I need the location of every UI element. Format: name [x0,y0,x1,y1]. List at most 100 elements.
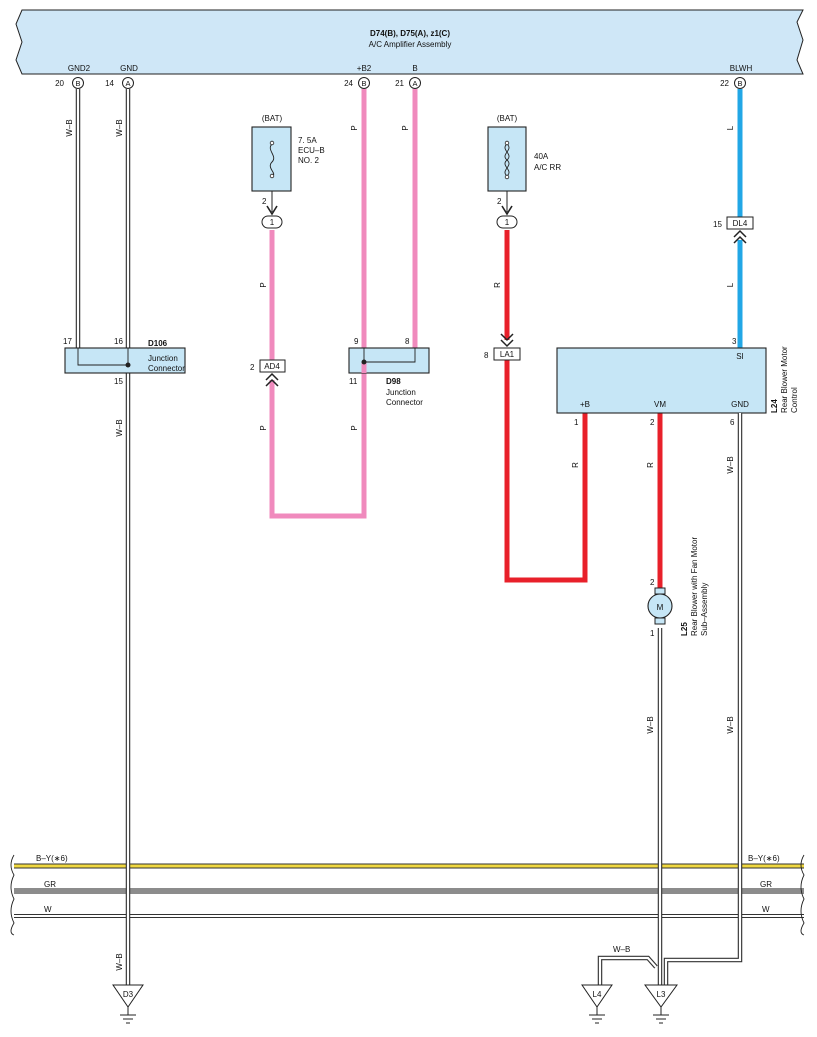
svg-text:22: 22 [720,79,729,88]
pin-b2: 24 B [344,77,370,89]
amplifier-title: D74(B), D75(A), z1(C) [370,29,450,38]
svg-text:D3: D3 [123,990,134,999]
svg-text:B: B [75,79,80,88]
wire-label-r-3: R [646,462,655,468]
svg-text:1: 1 [505,218,510,227]
la1-pin: 8 [484,351,489,360]
l24-pin-vm-num: 2 [650,418,655,427]
wire-label-wb-1: W–B [65,119,74,136]
l24-pin-si-label: SI [736,352,744,361]
svg-text:B: B [737,79,742,88]
ground-l3: L3 [644,984,678,1024]
d106-id: D106 [148,339,168,348]
d98-pin-8: 8 [405,337,410,346]
d98-pin-9: 9 [354,337,359,346]
svg-text:21: 21 [395,79,404,88]
l24-id: L24 [770,399,779,413]
fuse1-name-1: ECU–B [298,146,325,155]
fuse2-source: (BAT) [497,114,518,123]
svg-text:B: B [361,79,366,88]
dl4-pin: 15 [713,220,722,229]
svg-text:L4: L4 [593,990,602,999]
wire-label-wb-2: W–B [115,119,124,136]
l25-line2: Sub–Assembly [700,583,709,636]
wire-red-b [504,360,588,583]
wire-wb-l24-gnd [663,413,743,985]
fuse1-source: (BAT) [262,114,283,123]
ground-d3: D3 [112,984,144,1024]
wire-label-p-3: P [350,125,359,130]
fuse2-rating: 40A [534,152,549,161]
fuse1-pin: 2 [262,197,267,206]
svg-text:24: 24 [344,79,353,88]
svg-text:A: A [412,79,417,88]
pin-label-blwh: BLWH [730,64,753,73]
l24-pin-gnd-num: 6 [730,418,735,427]
wire-label-l-2: L [726,282,735,287]
l24-line1: Rear Blower Motor [780,346,789,413]
bus-label-left-1: B–Y(∗6) [36,854,68,863]
ad4-chevron-icon [265,372,279,387]
l24-pin-si-num: 3 [732,337,737,346]
d106-line1: Junction [148,354,178,363]
dl4-chevron-icon [733,229,747,244]
svg-text:AD4: AD4 [264,362,280,371]
pin-gnd2: 20 B [55,77,84,89]
ground-l4: L4 [581,984,613,1024]
d106-pin-17: 17 [63,337,72,346]
wire-label-p-4: P [401,125,410,130]
fuse1-box [251,126,292,192]
fuse1-icon [269,143,275,177]
wire-label-wb-8: W–B [613,945,630,954]
fuse2-name: A/C RR [534,163,561,172]
pin-label-b2: +B2 [357,64,372,73]
d98-pin-11: 11 [349,377,358,386]
wire-label-wb-7: W–B [646,716,655,733]
pin-b: 21 A [395,77,421,89]
pin-label-gnd: GND [120,64,138,73]
l24-pin-vm-label: VM [654,400,666,409]
l24-pin-b-num: 1 [574,418,579,427]
amplifier-box [15,9,804,75]
d98-line2: Connector [386,398,423,407]
bus-label-right-3: W [762,905,770,914]
l24-box [556,347,767,414]
wire-bus [10,854,805,936]
ad4-connector [259,359,286,373]
wire-label-p-1: P [259,282,268,287]
ad4-pin: 2 [250,363,255,372]
fuse2-icon [504,143,510,177]
svg-text:14: 14 [105,79,114,88]
l25-pin-bot: 1 [650,629,655,638]
bus-label-left-3: W [44,905,52,914]
fuse2-pin: 2 [497,197,502,206]
amplifier-subtitle: A/C Amplifier Assembly [369,40,452,49]
la1-chevron-icon [500,333,514,348]
wire-label-wb-4: W–B [115,953,124,970]
l24-pin-b-label: +B [580,400,590,409]
d98-box [348,347,430,374]
bus-label-right-1: B–Y(∗6) [748,854,780,863]
fuse1-rating: 7. 5A [298,136,317,145]
pin-blwh: 22 B [720,77,746,89]
dl4-connector [726,216,754,230]
wire-label-l-1: L [726,125,735,130]
bus-label-right-2: GR [760,880,772,889]
l25-pin-top: 2 [650,578,655,587]
pin-gnd: 14 A [105,77,134,89]
wire-wb-l4 [597,955,658,985]
l24-line2: Control [790,387,799,413]
wire-label-p-5: P [350,425,359,430]
l25-line1: Rear Blower with Fan Motor [690,537,699,636]
fuse1-terminal [261,215,283,229]
wire-label-p-2: P [259,425,268,430]
wire-label-wb-5: W–B [726,716,735,733]
d98-id: D98 [386,377,401,386]
fuse1-name-2: NO. 2 [298,156,319,165]
d106-box [64,347,186,374]
wire-pink-b2 [269,89,367,519]
svg-text:DL4: DL4 [733,219,748,228]
svg-text:A: A [125,79,130,88]
d106-line2: Connector [148,364,185,373]
